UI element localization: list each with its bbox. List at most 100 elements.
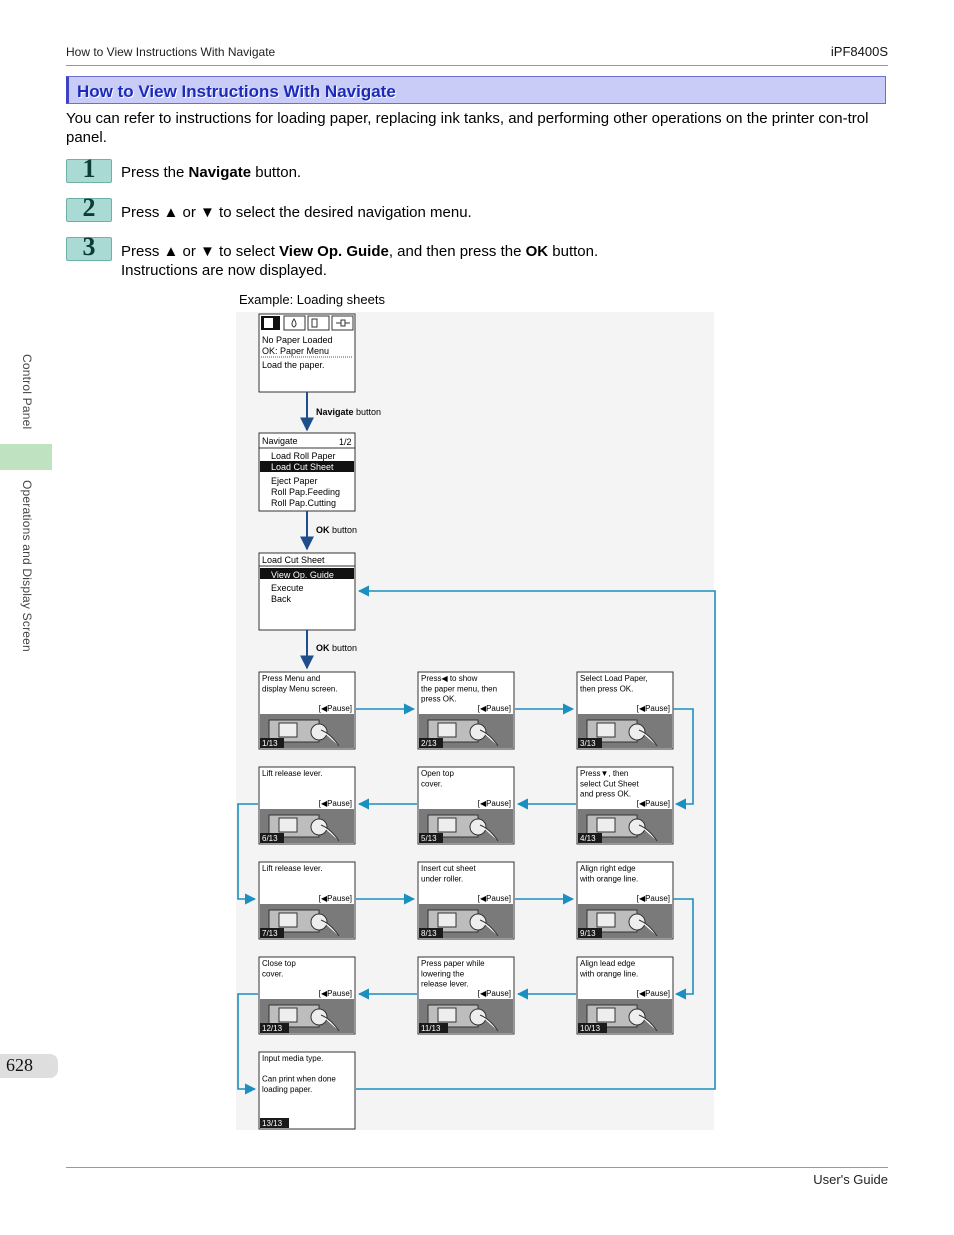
side-tab-operations[interactable]: Operations and Display Screen [20,480,34,652]
guide-flow-arrows [237,585,716,1095]
pause-label: [◀Pause] [478,989,511,998]
guide-instruction-line: the paper menu, then [421,684,497,693]
guide-page-indicator: 7/13 [262,929,278,938]
guide-page-indicator: 9/13 [580,929,596,938]
guide-instruction-line: with orange line. [579,874,638,883]
step-3-badge [66,237,112,261]
pause-label: [◀Pause] [319,894,352,903]
pause-label: [◀Pause] [319,989,352,998]
guide-instruction-line: release lever. [421,980,469,989]
idle-line-2: OK: Paper Menu [262,346,329,356]
pause-label: [◀Pause] [637,894,670,903]
pause-label: [◀Pause] [637,989,670,998]
step-3-result: Instructions are now displayed. [121,262,327,279]
load-cut-sheet-screen: Load Cut Sheet View Op. Guide Execute Ba… [258,552,356,631]
guide-instruction-line: then press OK. [580,684,633,693]
cut-sheet-item-selected: View Op. Guide [271,570,334,580]
guide-panel-6: Lift release lever. [◀Pause] 6/13 [258,766,356,845]
side-tab-active-marker [0,444,52,470]
guide-instruction-line: and press OK. [580,790,631,799]
guide-page-indicator: 3/13 [580,739,596,748]
footer-guide-name: User's Guide [813,1172,888,1187]
guide-instruction-line: press OK. [421,695,457,704]
pause-label: [◀Pause] [478,894,511,903]
guide-instruction-line: display Menu screen. [262,684,338,693]
footer-divider [66,1167,888,1168]
pause-label: [◀Pause] [319,704,352,713]
step-3-number: 3 [82,232,96,261]
guide-page-indicator: 6/13 [262,834,278,843]
step-1-number: 1 [82,154,96,183]
running-header: How to View Instructions With Navigate [66,45,276,59]
guide-panel-13: Input media type.Can print when doneload… [258,1051,356,1130]
idle-screen: No Paper Loaded OK: Paper Menu Load the … [258,313,356,393]
pause-label: [◀Pause] [478,704,511,713]
step-2-number: 2 [82,193,96,222]
guide-page-indicator: 8/13 [421,929,437,938]
nav-item: Roll Pap.Feeding [271,487,340,497]
idle-line-1: No Paper Loaded [262,335,333,345]
product-name: iPF8400S [830,44,888,59]
guide-page-indicator: 4/13 [580,834,596,843]
ok-button-label-1: OK button [316,525,357,535]
guide-instruction-line: Insert cut sheet [421,864,476,873]
step-1-badge [66,159,112,183]
step-3-text: Press ▲ or ▼ to select View Op. Guide, a… [121,243,599,260]
guide-page-indicator: 2/13 [421,739,437,748]
header-divider [66,65,888,66]
step-2-badge [66,198,112,222]
guide-instruction-line: Close top [262,959,296,968]
ink-tab-icon [283,315,306,331]
navigate-button-label: Navigate button [316,407,381,417]
figure-caption: Example: Loading sheets [239,292,385,307]
section-title: How to View Instructions With Navigate [77,82,396,101]
cut-sheet-item: Back [271,594,292,604]
step-1-text: Press the Navigate button. [121,164,302,181]
guide-page-indicator: 11/13 [421,1024,441,1033]
ok-button-label-2: OK button [316,643,357,653]
guide-instruction-line: cover. [421,779,442,788]
side-tab-control-panel[interactable]: Control Panel [20,354,34,430]
guide-instruction-line: with orange line. [579,969,638,978]
nav-item: Eject Paper [271,476,318,486]
nav-item: Load Roll Paper [271,451,336,461]
navigate-menu-screen: Navigate 1/2 Load Roll Paper Load Cut Sh… [258,432,356,512]
guide-instruction-line: Press▼, then [580,769,628,778]
navigate-menu-title: Navigate [262,436,298,446]
nav-item: Roll Pap.Cutting [271,498,336,508]
pause-label: [◀Pause] [319,799,352,808]
guide-instruction-line: cover. [262,969,283,978]
guide-instruction-line: Lift release lever. [262,769,322,778]
page-number: 628 [6,1055,33,1075]
intro-paragraph: You can refer to instructions for loadin… [66,110,869,146]
guide-instruction-line: Press paper while [421,959,485,968]
guide-panel-7: Lift release lever. [◀Pause] 7/13 [258,861,356,940]
guide-page-indicator: 1/13 [262,739,278,748]
guide-page-indicator: 5/13 [421,834,437,843]
guide-instruction-line: Input media type. [262,1054,323,1063]
guide-instruction-line: Align lead edge [580,959,636,968]
guide-instruction-line: Select Load Paper, [580,674,648,683]
pause-label: [◀Pause] [478,799,511,808]
guide-instruction-line: Lift release lever. [262,864,322,873]
guide-instruction-line: Align right edge [580,864,636,873]
pause-label: [◀Pause] [637,799,670,808]
guide-page-indicator: 13/13 [262,1119,283,1128]
page-number-tab [0,1054,58,1078]
guide-instruction-line: Press Menu and [262,674,320,683]
idle-line-3: Load the paper. [262,360,325,370]
guide-page-indicator: 10/13 [580,1024,601,1033]
guide-instruction-line: Open top [421,769,454,778]
guide-panel-3: Select Load Paper,then press OK.[◀Pause]… [576,671,674,750]
printhead-tab-icon [307,315,330,331]
